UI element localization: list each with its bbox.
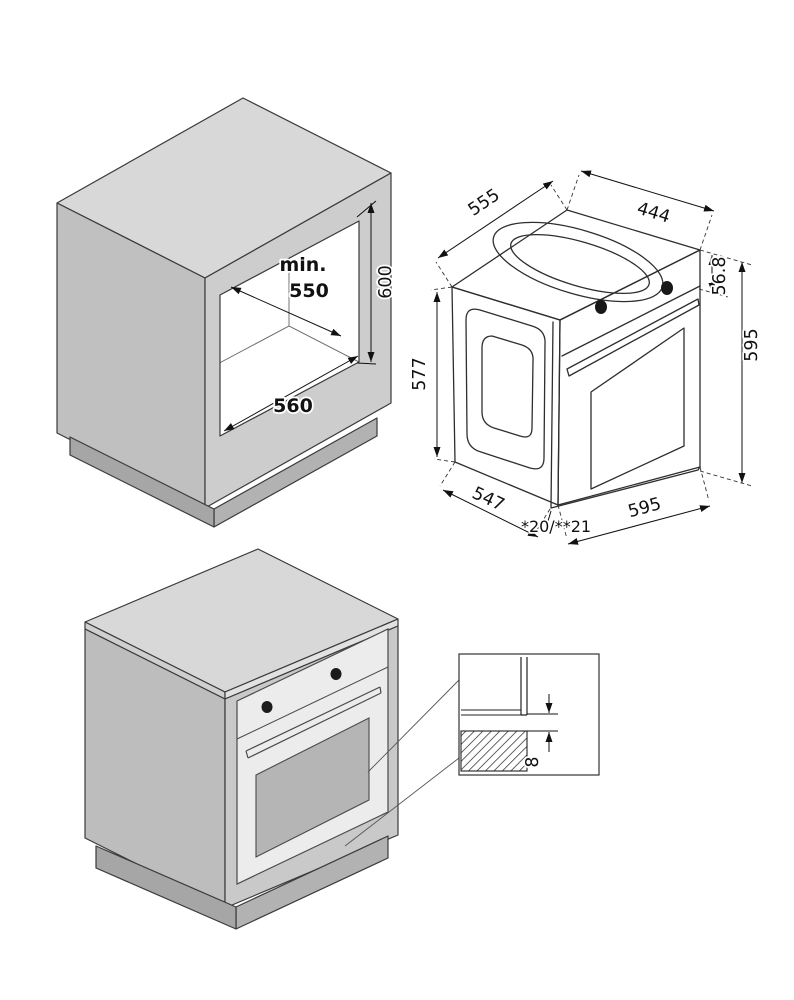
oven-door-window xyxy=(590,327,685,490)
oven-front-height-dimension: 595 xyxy=(699,262,764,487)
oven-handle xyxy=(566,298,700,377)
dim-444-arrow xyxy=(580,170,715,212)
dim-panel-label: 56.8 xyxy=(710,257,730,296)
protrusion-label: *20/**21 xyxy=(521,517,591,536)
detail-callout-line-top xyxy=(367,679,460,773)
dim-595w-label: 595 xyxy=(626,494,663,522)
dim-panel-ext-bottom xyxy=(698,288,729,298)
oven-front-frame-edge xyxy=(550,321,701,509)
niche-cabinet-view: min. 550 600 560 xyxy=(56,97,398,528)
installed-knob-right-icon xyxy=(330,668,342,680)
dim-547-arrow xyxy=(442,489,539,538)
niche-height-label: 600 xyxy=(376,265,396,298)
oven-side-face xyxy=(451,286,561,506)
installed-cabinet-view xyxy=(84,548,460,930)
dim-595h-ext-bottom xyxy=(699,470,753,487)
dim-547-label: 547 xyxy=(469,483,508,515)
niche-width-dimension: 560 xyxy=(223,355,359,432)
dim-595w-ext-2 xyxy=(699,466,710,502)
oven-dimension-view: 555 444 577 547 595 xyxy=(408,170,764,545)
dim-577-ext-1 xyxy=(430,286,453,291)
niche-depth-prefix-label: min. xyxy=(279,254,326,276)
oven-side-emboss-outer xyxy=(465,308,546,470)
dim-555-arrow xyxy=(437,180,554,259)
oven-top-width-dimension: 444 xyxy=(566,170,715,251)
oven-knob-left-icon xyxy=(595,300,607,314)
dim-444-ext-2 xyxy=(699,214,713,251)
dim-555-ext-2 xyxy=(550,184,568,211)
niche-width-label: 560 xyxy=(273,395,313,417)
dim-595w-arrow xyxy=(567,505,711,545)
oven-front-face xyxy=(557,249,701,506)
protrusion-leader xyxy=(547,510,552,522)
installed-knob-left-icon xyxy=(261,701,273,713)
installed-control-panel-line xyxy=(236,666,389,740)
detail-oven-bottom-section xyxy=(461,709,521,716)
detail-door-section xyxy=(520,657,528,716)
oven-control-panel-line xyxy=(561,285,701,357)
niche-depth-value-label: 550 xyxy=(289,280,329,302)
oven-side-emboss-inner xyxy=(481,335,534,438)
dim-444-ext-1 xyxy=(566,174,580,211)
oven-protrusion-dimension: *20/**21 xyxy=(519,510,593,538)
oven-knob-right-icon xyxy=(661,281,673,295)
oven-top-depth-dimension: 555 xyxy=(435,180,568,288)
niche-depth-arrow xyxy=(230,286,342,337)
detail-cabinet-panel-hatch xyxy=(460,730,528,772)
cabinet-plinth-left xyxy=(69,436,215,528)
oven-panel-height-dimension: 56.8 xyxy=(698,249,753,298)
installed-plinth-left xyxy=(95,845,237,930)
dim-444-label: 444 xyxy=(635,199,673,228)
niche-depth-dimension: min. 550 xyxy=(230,252,342,337)
dim-555-ext-1 xyxy=(435,261,453,288)
detail-gap-label: 8 xyxy=(523,756,543,767)
dim-547-ext-1 xyxy=(439,461,456,487)
dim-577-label: 577 xyxy=(410,357,430,390)
niche-opening-outline xyxy=(219,220,360,437)
oven-body-height-dimension: 577 xyxy=(408,286,456,463)
niche-width-arrow xyxy=(223,355,359,432)
detail-callout-line-bottom xyxy=(344,757,460,847)
dim-555-label: 555 xyxy=(465,185,504,220)
niche-height-ext-bottom xyxy=(356,362,377,365)
installed-door-window xyxy=(255,717,370,858)
dim-595h-label: 595 xyxy=(742,328,762,361)
oven-top-recess-inner xyxy=(510,233,650,295)
dim-577-ext-2 xyxy=(433,458,456,463)
niche-height-dimension: 600 xyxy=(356,200,398,365)
gap-detail-inset: 8 xyxy=(458,653,600,776)
oven-top-recess-outer xyxy=(492,221,664,303)
dim-595w-ext-1 xyxy=(557,504,568,540)
installed-oven-handle xyxy=(245,686,382,759)
